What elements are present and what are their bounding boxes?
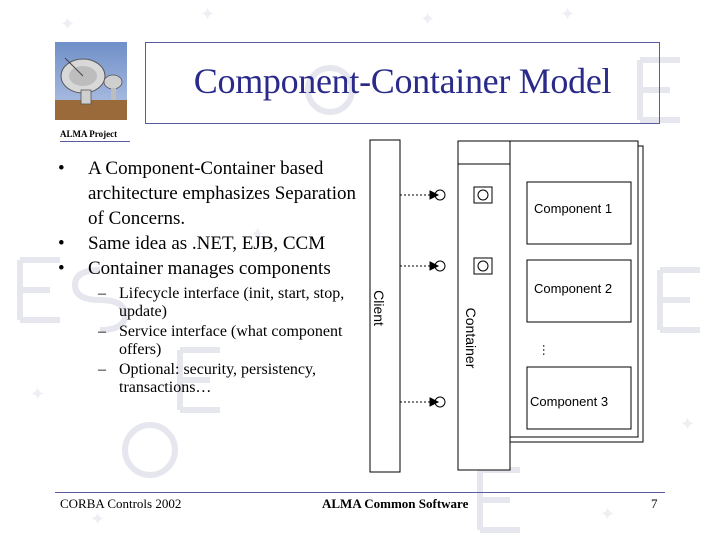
footer-software: ALMA Common Software <box>322 496 469 511</box>
component-2-label: Component 2 <box>534 281 612 296</box>
component-1-label: Component 1 <box>534 201 612 216</box>
container-label: Container <box>463 308 479 369</box>
svg-text:✦: ✦ <box>560 4 575 25</box>
footer-event: CORBA Controls 2002 <box>60 496 182 511</box>
bullet-icon: • <box>58 158 65 179</box>
svg-text:✦: ✦ <box>680 414 695 435</box>
dash-icon: – <box>98 361 106 378</box>
bullet-item: • Same idea as .NET, EJB, CCM <box>58 231 358 256</box>
svg-text:✦: ✦ <box>600 504 615 525</box>
bullet-text: Same idea as .NET, EJB, CCM <box>88 233 326 254</box>
client-box <box>369 139 401 473</box>
sub-bullet-item: –Service interface (what component offer… <box>58 323 358 359</box>
bullet-list: • A Component-Container based architectur… <box>58 156 358 399</box>
container-left-border <box>457 140 511 471</box>
svg-text:✦: ✦ <box>420 9 435 30</box>
bullet-item: • A Component-Container based architectur… <box>58 156 358 231</box>
footer-divider <box>55 492 665 493</box>
sub-bullet-text: Optional: security, persistency, transac… <box>119 361 316 396</box>
alma-antenna-logo <box>55 42 127 120</box>
component-container-diagram: Client Container Component 1 Component 2… <box>369 139 644 473</box>
dash-icon: – <box>98 323 106 340</box>
svg-text:✦: ✦ <box>250 224 265 245</box>
client-label: Client <box>371 290 387 326</box>
sub-bullet-list: –Lifecycle interface (init, start, stop,… <box>58 285 358 397</box>
component-1-box <box>526 181 632 245</box>
project-label: ALMA Project <box>60 129 118 139</box>
component-3-box <box>526 366 632 430</box>
sub-bullet-text: Lifecycle interface (init, start, stop, … <box>119 285 345 320</box>
page-number: 7 <box>651 496 658 511</box>
bullet-text: Container manages components <box>88 258 331 279</box>
slide-title: Component-Container Model <box>193 61 612 101</box>
component-2-box <box>526 259 632 323</box>
sub-bullet-text: Service interface (what component offers… <box>119 323 343 358</box>
sub-bullet-item: –Optional: security, persistency, transa… <box>58 361 358 397</box>
svg-text:✦: ✦ <box>90 509 105 530</box>
title-frame <box>145 42 660 124</box>
svg-text:✦: ✦ <box>30 384 45 405</box>
components-ellipsis: … <box>540 344 555 357</box>
project-underline <box>60 141 130 142</box>
bullet-icon: • <box>58 233 65 254</box>
component-3-label: Component 3 <box>530 394 608 409</box>
bullet-text: A Component-Container based architecture… <box>88 158 356 229</box>
svg-text:✦: ✦ <box>60 14 75 35</box>
svg-text:✦: ✦ <box>200 4 215 25</box>
bullet-icon: • <box>58 258 65 279</box>
container-inner <box>457 163 511 471</box>
bullet-item: • Container manages components <box>58 256 358 281</box>
dash-icon: – <box>98 285 106 302</box>
sub-bullet-item: –Lifecycle interface (init, start, stop,… <box>58 285 358 321</box>
